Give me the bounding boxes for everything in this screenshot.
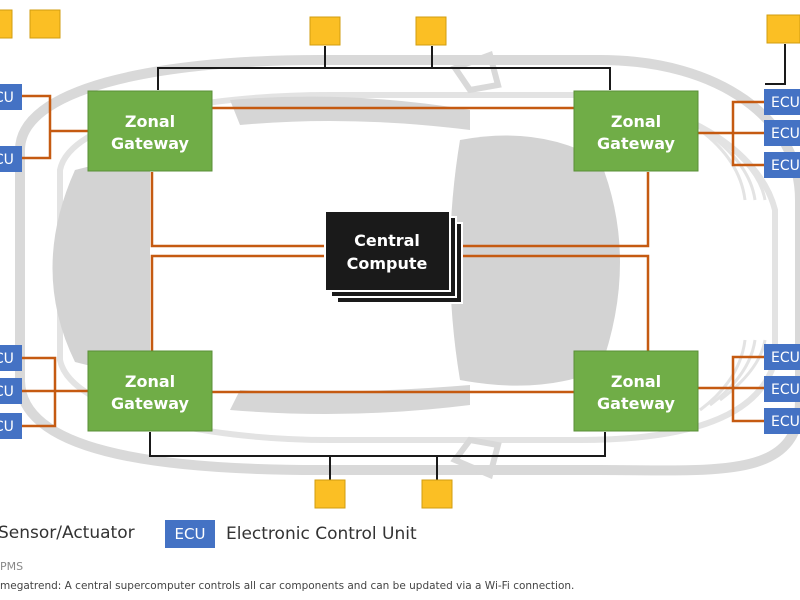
legend-sensor-label: Sensor/Actuator <box>0 523 135 543</box>
svg-text:Gateway: Gateway <box>597 134 676 153</box>
central-compute: Central Compute <box>324 210 463 304</box>
wire-ecu-right-top <box>698 100 765 167</box>
sensor-actuator <box>0 9 13 39</box>
ecu-box: ECU <box>764 152 800 178</box>
svg-text:ECU: ECU <box>0 351 14 367</box>
svg-text:Gateway: Gateway <box>111 394 190 413</box>
wire-fl-to-central <box>150 172 325 248</box>
sensor-actuator <box>29 9 61 39</box>
svg-text:ECU: ECU <box>771 350 800 366</box>
ecu-box: ECU <box>764 408 800 434</box>
lower-body-curve <box>230 385 470 414</box>
svg-text:ECU: ECU <box>771 382 800 398</box>
wire-rl-to-central <box>150 254 325 352</box>
sensor-actuator <box>766 14 800 44</box>
svg-text:ECU: ECU <box>771 126 800 142</box>
sensors-actuators <box>0 9 800 509</box>
ecu-box: ECU <box>764 120 800 146</box>
legend-ecu-label: Electronic Control Unit <box>226 524 417 544</box>
sensor-actuator <box>415 16 447 46</box>
wire-fr-to-central <box>463 172 650 248</box>
svg-text:ECU: ECU <box>0 90 14 106</box>
svg-text:ECU: ECU <box>0 419 14 435</box>
svg-text:Zonal: Zonal <box>611 112 661 131</box>
mirror-top-shape <box>450 51 502 94</box>
mirror-bottom-shape <box>450 436 502 480</box>
front-seat-shape <box>450 135 620 386</box>
rear-seat-shape <box>52 161 150 371</box>
svg-text:Gateway: Gateway <box>111 134 190 153</box>
svg-text:Zonal: Zonal <box>611 372 661 391</box>
zonal-gateway-rear-right: Zonal Gateway <box>573 350 699 432</box>
zonal-gateway-rear-left: Zonal Gateway <box>87 350 213 432</box>
central-compute-box <box>324 210 451 292</box>
zonal-gateway-front-left: Zonal Gateway <box>87 90 213 172</box>
ecu-box: ECU <box>0 413 22 439</box>
svg-text:Zonal: Zonal <box>125 112 175 131</box>
svg-text:Zonal: Zonal <box>125 372 175 391</box>
wire-ecu-right-bottom <box>698 355 765 423</box>
ecu-box: ECU <box>764 344 800 370</box>
ecu-box: ECU <box>0 378 22 404</box>
car-silhouette <box>15 51 800 480</box>
figure-caption: megatrend: A central supercomputer contr… <box>0 580 575 592</box>
svg-text:ECU: ECU <box>771 158 800 174</box>
svg-text:ECU: ECU <box>0 152 14 168</box>
sensor-wiring <box>149 44 786 480</box>
wire-rr-to-central <box>463 254 650 352</box>
svg-text:ECU: ECU <box>771 95 800 111</box>
ecu-box: ECU <box>0 345 22 371</box>
svg-text:Gateway: Gateway <box>597 394 676 413</box>
legend-ecu-swatch: ECU <box>165 520 215 548</box>
wire-top-sensors <box>157 46 611 90</box>
upper-body-curve <box>230 96 470 130</box>
svg-text:ECU: ECU <box>0 384 14 400</box>
image-credit: PMS <box>0 560 24 573</box>
ecu-box: ECU <box>0 146 22 172</box>
svg-text:Compute: Compute <box>347 254 428 273</box>
wire-right-sensor <box>765 44 786 85</box>
sensor-actuator <box>421 479 453 509</box>
ecu-boxes: ECU ECU ECU ECU ECU ECU <box>0 84 800 439</box>
wire-bottom-sensors <box>149 432 606 480</box>
ecu-box: ECU <box>764 376 800 402</box>
ecu-box: ECU <box>0 84 22 110</box>
wire-ecu-left-top <box>22 94 88 160</box>
wire-ecu-left-bottom <box>22 356 88 428</box>
sensor-actuator <box>309 16 341 46</box>
svg-text:Central: Central <box>354 231 420 250</box>
zonal-gateway-front-right: Zonal Gateway <box>573 90 699 172</box>
ecu-box: ECU <box>764 89 800 115</box>
svg-text:ECU: ECU <box>771 414 800 430</box>
car-body-outline <box>15 55 800 476</box>
ethernet-wiring <box>22 94 765 428</box>
sensor-actuator <box>314 479 346 509</box>
